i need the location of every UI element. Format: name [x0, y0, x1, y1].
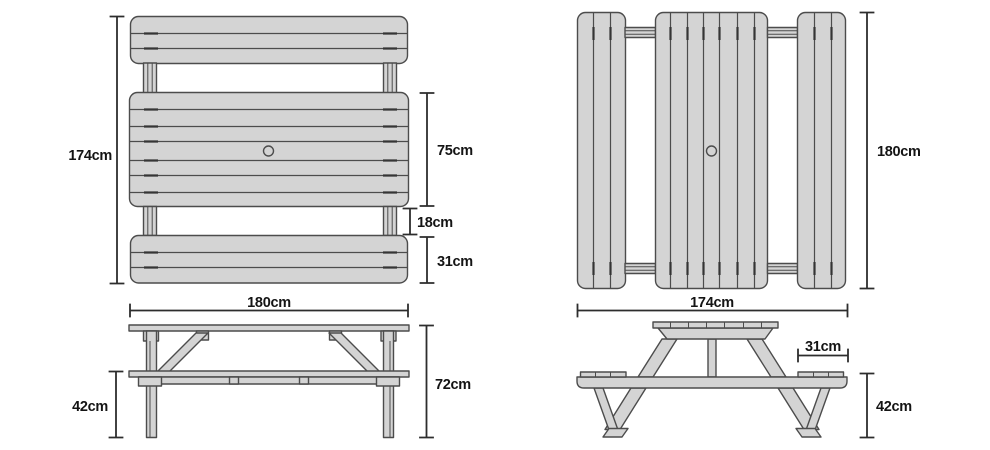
tabletop-apron: [657, 327, 774, 340]
bench-right-plan: [796, 11, 847, 290]
frame-connector: [766, 262, 799, 275]
diagonal-brace: [154, 332, 209, 375]
dimension-bench-depth: 31cm: [419, 236, 473, 284]
bench-left-plank-lines: [592, 13, 612, 288]
rail-tab: [228, 376, 240, 385]
bench-right-plank-lines: [813, 13, 833, 288]
frame-connector: [382, 205, 398, 237]
a-frame-leg: [746, 338, 787, 378]
seat-rail: [138, 376, 400, 385]
tabletop-edge: [652, 321, 779, 329]
dimension-tabletop-depth: 75cm: [419, 92, 473, 207]
foot: [602, 427, 629, 438]
dim-label-bench-depth: 31cm: [437, 254, 473, 270]
seat-support-block: [137, 376, 163, 387]
bench-left-plan: [576, 11, 627, 290]
plan-view-side: 180cm 174cm: [576, 11, 921, 318]
dim-label-overall-length: 180cm: [877, 144, 921, 160]
dim-label-length: 180cm: [247, 295, 291, 311]
side-elevation: 180cm 42cm 72cm: [72, 295, 471, 439]
foot-brace: [593, 387, 619, 431]
seat-rail: [576, 376, 848, 389]
plan-view-front: 174cm 75cm 18cm 31cm: [68, 15, 473, 285]
bench-bottom-plan: [129, 234, 409, 284]
dimension-bench-height: 42cm: [859, 372, 912, 439]
diagonal-brace: [328, 332, 383, 375]
seat-edge: [128, 370, 410, 378]
frame-connector: [382, 62, 398, 94]
bench-bottom-plank-lines: [131, 251, 407, 269]
end-elevation: 31cm 42cm: [576, 321, 912, 439]
dimension-length: 180cm: [129, 295, 409, 318]
dimension-bench-depth: 31cm: [797, 339, 849, 363]
dimension-table-height: 72cm: [419, 324, 471, 439]
bench-top-plank-lines: [131, 32, 407, 50]
dimension-gap: 18cm: [402, 207, 453, 236]
dim-label-bench-height: 42cm: [72, 399, 108, 415]
dim-label-bench-depth: 31cm: [805, 339, 841, 355]
umbrella-hole: [705, 145, 718, 157]
rail-tab: [298, 376, 310, 385]
tabletop-edge: [128, 324, 410, 332]
foot-brace: [805, 387, 831, 431]
tabletop-plank-lines: [669, 13, 756, 288]
a-frame-leg: [637, 338, 678, 378]
frame-connector: [766, 26, 799, 39]
frame-connector: [624, 26, 657, 39]
center-post: [707, 338, 717, 378]
dimension-bench-height: 42cm: [72, 370, 124, 439]
dim-label-overall-depth: 174cm: [68, 148, 112, 164]
bench-top-plan: [129, 15, 409, 65]
dimension-overall-width: 174cm: [576, 295, 849, 318]
dimension-overall-depth: 174cm: [68, 15, 125, 285]
frame-connector: [142, 205, 158, 237]
foot: [795, 427, 822, 438]
bench-seat-edge: [579, 371, 627, 378]
dim-label-tabletop-depth: 75cm: [437, 143, 473, 159]
dim-label-table-height: 72cm: [435, 377, 471, 393]
tabletop-plank-lines: [130, 108, 408, 194]
seat-support-block: [375, 376, 401, 387]
bench-seat-edge: [797, 371, 845, 378]
dim-label-overall-width: 174cm: [690, 295, 734, 311]
dimension-overall-length: 180cm: [859, 11, 921, 290]
frame-connector: [142, 62, 158, 94]
dim-label-gap: 18cm: [417, 215, 453, 231]
frame-connector: [624, 262, 657, 275]
dim-label-bench-height: 42cm: [876, 399, 912, 415]
umbrella-hole: [262, 145, 275, 157]
